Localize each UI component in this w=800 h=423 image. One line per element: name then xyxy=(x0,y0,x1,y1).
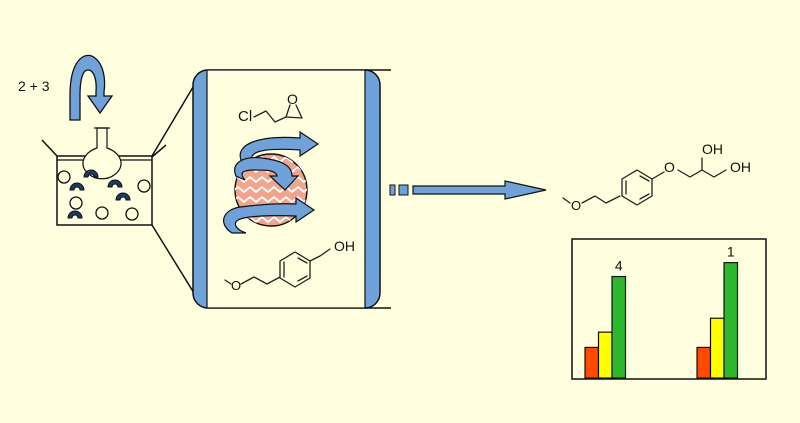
bar-chart: 41 xyxy=(571,238,767,380)
reaction-arrow-icon xyxy=(389,180,547,200)
reagent-ome-label: O xyxy=(231,278,241,293)
phenol-reagent-structure: O OH xyxy=(224,238,355,293)
epichlorohydrin-structure: Cl O xyxy=(238,91,303,125)
chart-annotations: 41 xyxy=(615,244,735,274)
curved-arrow-icon xyxy=(69,54,114,121)
ultrasonic-bath-icon xyxy=(41,127,167,226)
product-oh2-label: OH xyxy=(730,159,751,175)
bar-annotation-group2: 1 xyxy=(727,244,735,260)
bar-group2-bar1 xyxy=(696,346,712,379)
product-oh1-label: OH xyxy=(702,141,723,157)
bar-group1-bar1 xyxy=(584,346,600,379)
bath-half-beads xyxy=(67,169,131,219)
reagent-oh-label: OH xyxy=(334,238,355,254)
cl-label: Cl xyxy=(238,108,252,125)
chart-bars xyxy=(584,262,739,379)
flask-icon xyxy=(82,127,122,180)
bar-group1-bar2 xyxy=(597,331,613,379)
bar-group2-bar3 xyxy=(723,262,739,379)
epoxide-o-label: O xyxy=(287,91,298,107)
bath-beads xyxy=(57,170,151,221)
bar-annotation-group1: 4 xyxy=(615,258,623,274)
product-ome-label: O xyxy=(571,198,581,213)
step-label: 2 + 3 xyxy=(18,78,50,94)
spiral-arrow-back xyxy=(239,130,320,161)
product-structure: O O OH OH xyxy=(562,141,751,213)
spiral-arrow-front xyxy=(223,157,316,234)
product-ether-o-label: O xyxy=(664,159,675,175)
bar-group2-bar2 xyxy=(709,317,725,379)
bar-group1-bar3 xyxy=(611,275,627,379)
